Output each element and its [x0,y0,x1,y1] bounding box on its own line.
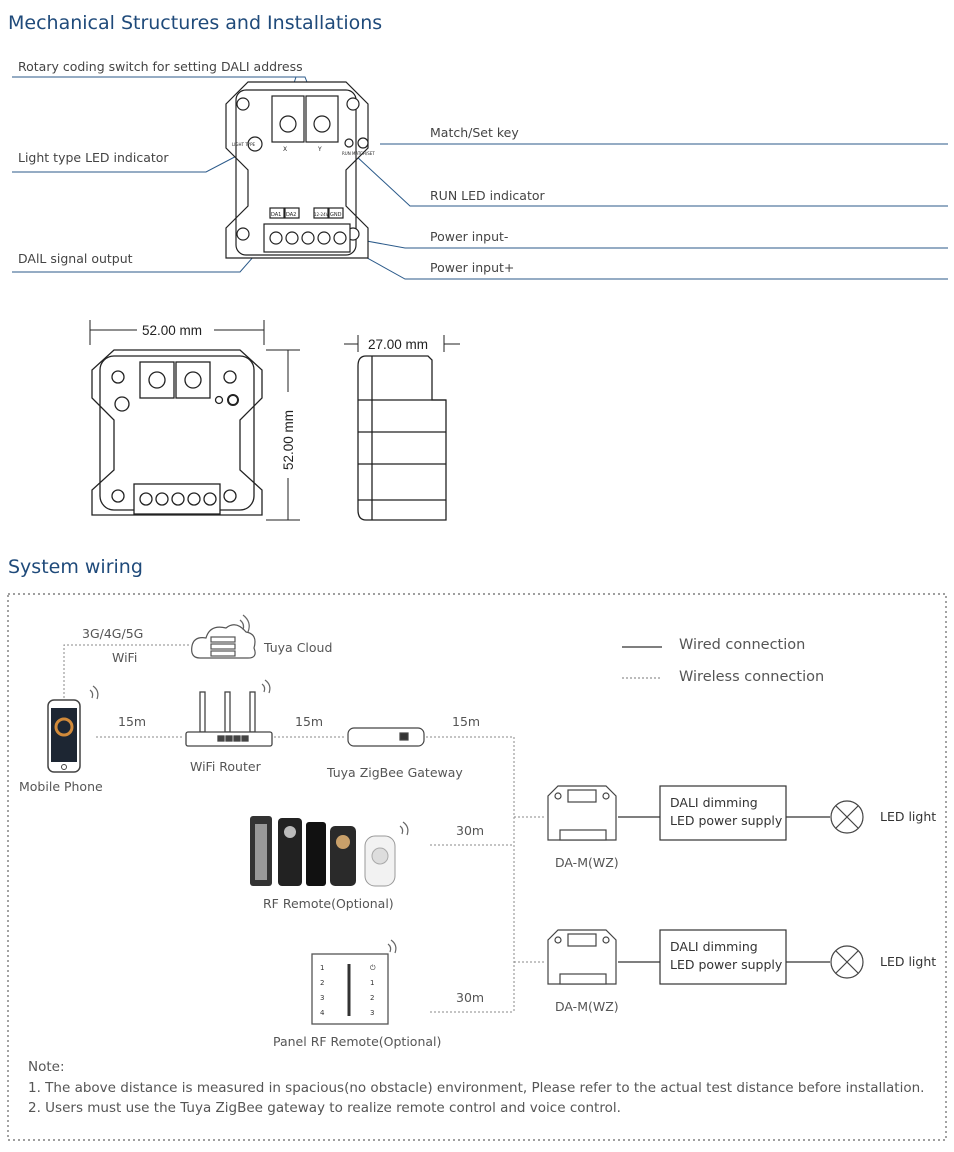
label-light-type: Light type LED indicator [18,150,169,165]
switch-x-label: X [283,146,287,153]
mobile-phone-icon [47,699,81,773]
da-m-device-1 [547,785,617,841]
dim-width: 52.00 mm [142,323,202,338]
panel-key-power[interactable]: ⏻ [370,964,376,972]
panel-key-r1[interactable]: 1 [370,979,374,987]
da-m-device-2 [547,929,617,985]
psu-1-line1: DALI dimming [670,795,758,810]
switch-y-label: Y [317,146,322,153]
device-1-label: DA-M(WZ) [555,855,619,870]
note-title: Note: [28,1059,65,1075]
label-power-plus: Power input+ [430,260,515,275]
label-match-key: Match/Set key [430,125,519,140]
led-1-label: LED light [880,809,937,824]
net-label: 3G/4G/5G [82,626,144,641]
mechanical-drawing: X Y LIGHT TYPE RUN MATCH/SET DA1 DA2 12-… [12,76,948,521]
note-1: 1. The above distance is measured in spa… [28,1080,925,1096]
distance-rf-remote: 30m [456,823,485,838]
panel-key-3[interactable]: 3 [320,994,324,1002]
label-run-led: RUN LED indicator [430,188,545,203]
light-type-print: LIGHT TYPE [232,142,256,147]
dim-depth: 27.00 mm [368,337,428,352]
psu-2-line2: LED power supply [670,957,783,972]
led-2-label: LED light [880,954,937,969]
distance-phone-router: 15m [118,714,147,729]
note-2: 2. Users must use the Tuya ZigBee gatewa… [28,1100,621,1116]
panel-remote-label: Panel RF Remote(Optional) [273,1034,442,1049]
wifi-label: WiFi [112,650,138,665]
terminal-v: 12-24V [314,212,329,217]
device-top-view [225,81,369,259]
wiring-title: System wiring [8,556,143,578]
led-light-icon-1 [830,800,864,834]
distance-gateway-device: 15m [452,714,481,729]
cloud-label: Tuya Cloud [264,640,333,655]
led-light-icon-2 [830,945,864,979]
terminal-gnd: GND [330,212,342,218]
router-label: WiFi Router [190,759,261,774]
psu-1-line2: LED power supply [670,813,783,828]
legend-wired: Wired connection [679,637,806,653]
device-front-dimension-view [91,349,263,516]
panel-key-r3[interactable]: 3 [370,1009,374,1017]
label-power-minus: Power input- [430,229,509,244]
rf-remote-icons [250,816,396,887]
mech-title: Mechanical Structures and Installations [8,12,383,34]
panel-key-2[interactable]: 2 [320,979,324,987]
zigbee-gateway-icon [347,727,425,747]
label-rotary: Rotary coding switch for setting DALI ad… [18,59,303,74]
wifi-router-icon [185,691,273,747]
panel-key-r2[interactable]: 2 [370,994,374,1002]
gateway-label: Tuya ZigBee Gateway [327,765,463,780]
psu-2-line1: DALI dimming [670,939,758,954]
panel-key-4[interactable]: 4 [320,1009,325,1017]
panel-remote-icon [311,953,389,1025]
legend-wireless: Wireless connection [679,669,825,685]
panel-key-1[interactable]: 1 [320,964,324,972]
terminal-da2: DA2 [286,212,296,218]
device-2-label: DA-M(WZ) [555,999,619,1014]
cloud-icon [191,624,256,659]
dim-height: 52.00 mm [281,410,296,470]
rf-remote-label: RF Remote(Optional) [263,896,394,911]
label-dali-output: DAlL signal output [18,251,133,266]
terminal-da1: DA1 [271,212,281,218]
phone-label: Mobile Phone [19,779,103,794]
distance-panel-remote: 30m [456,990,485,1005]
device-side-view [357,355,447,521]
run-match-print: RUN MATCH/SET [342,151,375,156]
distance-router-gateway: 15m [295,714,324,729]
